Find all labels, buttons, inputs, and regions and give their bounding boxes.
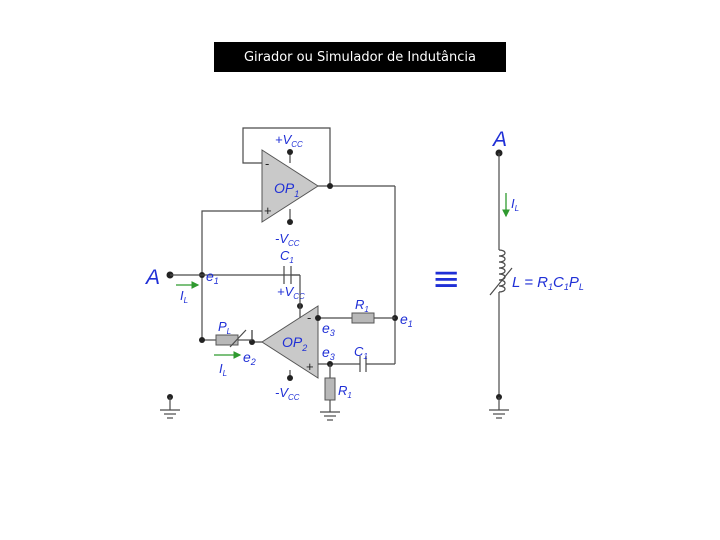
resistor-r1-top: [351, 312, 375, 324]
node-e1-right-label: e1: [400, 311, 413, 329]
node-e1-label: e1: [206, 268, 219, 286]
ground-symbol-r1: [320, 411, 340, 421]
node-e3-lower-label: e3: [322, 344, 335, 362]
op2-plus-sign: +: [306, 359, 314, 374]
op1-vcc-minus-label: -VCC: [275, 231, 300, 248]
capacitor-c1-top-label: C1: [280, 248, 294, 265]
op2-vcc-plus-label: +VCC: [277, 284, 305, 301]
ground-symbol-equiv: [489, 409, 509, 419]
current-label-pl: IL: [219, 361, 227, 378]
op1-feedback-wire: [242, 127, 331, 186]
equiv-node-a-label: A: [491, 128, 507, 151]
potentiometer-pl-label: PL: [218, 319, 231, 336]
op2-label: OP2: [282, 334, 307, 353]
op1-symbol: [261, 149, 319, 223]
potentiometer-pl: [215, 334, 239, 346]
node-a-label: A: [144, 266, 160, 289]
node-e2-label: e2: [243, 349, 256, 367]
op1-plus-sign: +: [264, 203, 272, 218]
capacitor-c1-bottom-label: C1: [354, 344, 368, 361]
op1-label: OP1: [274, 180, 299, 199]
op1-minus-sign: -: [265, 156, 269, 171]
current-label-a: IL: [180, 288, 188, 305]
resistor-r1-bottom: [324, 377, 336, 401]
inductance-formula: L = R1C1PL: [512, 274, 584, 292]
page-title: Girador ou Simulador de Indutância: [214, 42, 506, 72]
resistor-r1-bottom-label: R1: [338, 383, 352, 400]
node-e3-upper-label: e3: [322, 320, 335, 338]
op1-vcc-plus-label: +VCC: [275, 132, 303, 149]
resistor-r1-top-label: R1: [355, 297, 369, 314]
op2-minus-sign: -: [307, 310, 311, 325]
equivalence-symbol: ≡: [432, 259, 461, 299]
ground-symbol-left: [160, 409, 180, 419]
inductor-symbol: [498, 249, 506, 293]
current-label-equiv: IL: [511, 196, 519, 213]
op2-vcc-minus-label: -VCC: [275, 385, 300, 402]
op2-symbol: [261, 305, 319, 379]
